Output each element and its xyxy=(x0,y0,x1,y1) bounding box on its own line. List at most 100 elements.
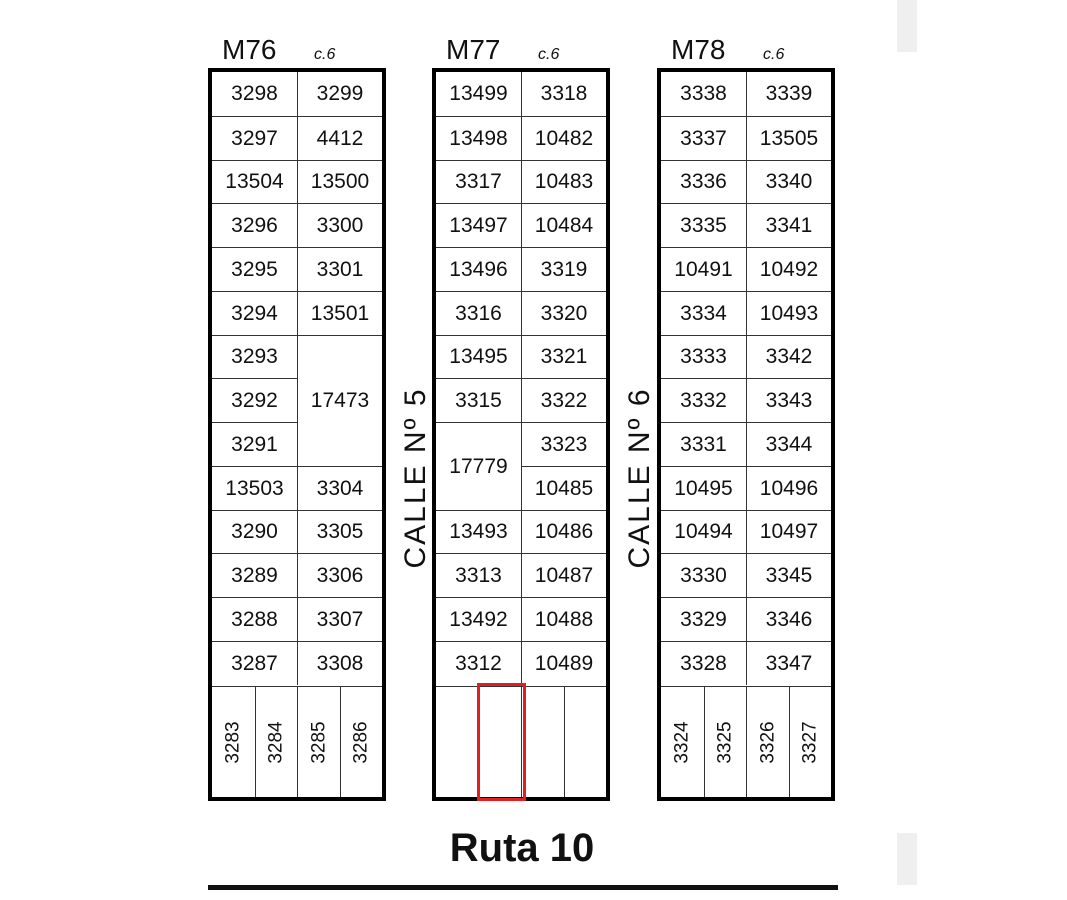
lot-cell: 3297 xyxy=(212,115,297,160)
lot-cell: 3301 xyxy=(297,247,382,291)
lot-number-vertical: 3326 xyxy=(757,720,779,764)
lot-cell: 3291 xyxy=(212,422,297,466)
lot-cell: 13501 xyxy=(297,290,382,335)
lot-cell: 3338 xyxy=(680,82,727,106)
lot-cell: 3323 xyxy=(521,422,606,466)
lot-cell: 3295 xyxy=(212,247,297,291)
lot-cell: 10488 xyxy=(521,597,606,641)
lot-cell: 13504 xyxy=(212,159,297,204)
lot-number-vertical: 3327 xyxy=(799,720,821,764)
lot-cell: 3333 xyxy=(661,334,746,379)
lot-cell: 10485 xyxy=(521,465,606,510)
lot-cell: 13495 xyxy=(436,334,521,379)
lot-number-vertical: 3286 xyxy=(350,720,372,764)
lot-cell: 10482 xyxy=(521,115,606,160)
lot-cell: 3319 xyxy=(521,247,606,291)
lot-cell-vertical: 3326 xyxy=(746,686,789,797)
sidebar-stub-top xyxy=(897,0,917,52)
lot-cell: 3332 xyxy=(661,378,746,422)
lot-cell: 10487 xyxy=(521,553,606,597)
lot-cell: 17473 xyxy=(297,334,382,466)
lot-cell: 10496 xyxy=(746,465,831,510)
lot-cell: 13498 xyxy=(436,115,521,160)
lot-cell: 3343 xyxy=(746,378,831,422)
block-label-m77: M77 xyxy=(446,34,501,65)
lot-cell: 3321 xyxy=(521,334,606,379)
lot-cell: 3306 xyxy=(297,553,382,597)
lot-cell: 10497 xyxy=(746,509,831,554)
lot-cell: 3294 xyxy=(212,290,297,335)
lot-cell: 3300 xyxy=(297,203,382,247)
lot-cell: 3347 xyxy=(746,640,831,685)
lot-cell: 10494 xyxy=(661,509,746,554)
lot-cell: 3315 xyxy=(436,378,521,422)
lot-cell: 3339 xyxy=(746,72,831,116)
lot-cell: 3298 xyxy=(231,82,278,106)
lot-cell: 3317 xyxy=(436,159,521,204)
lot-cell: 13492 xyxy=(436,597,521,641)
lot-cell: 17779 xyxy=(436,422,521,510)
lot-number-vertical: 3285 xyxy=(308,720,330,764)
lot-cell: 3330 xyxy=(661,553,746,597)
lot-cell: 3340 xyxy=(746,159,831,204)
lot-cell-vertical: 3285 xyxy=(297,686,340,797)
lot-cell: 10489 xyxy=(521,640,606,685)
lot-number-vertical: 3325 xyxy=(714,720,736,764)
lot-cell: 13499 xyxy=(449,82,508,106)
lot-cell: 3336 xyxy=(661,159,746,204)
lot-cell: 3342 xyxy=(746,334,831,379)
sidebar-stub-bottom xyxy=(897,833,917,885)
lot-cell: 13503 xyxy=(212,465,297,510)
lot-number-vertical: 3284 xyxy=(265,720,287,764)
lot-cell: 3341 xyxy=(746,203,831,247)
lot-cell: 3305 xyxy=(297,509,382,554)
lot-cell: 10493 xyxy=(746,290,831,335)
lot-cell: 3292 xyxy=(212,378,297,422)
lot-cell-vertical: 3327 xyxy=(788,686,831,797)
lot-cell: 3304 xyxy=(297,465,382,510)
lot-cell: 3296 xyxy=(212,203,297,247)
lot-cell: 3299 xyxy=(297,72,382,116)
lot-cell: 10495 xyxy=(661,465,746,510)
lot-cell: 3346 xyxy=(746,597,831,641)
lot-cell: 3290 xyxy=(212,509,297,554)
lot-cell: 3313 xyxy=(436,553,521,597)
lot-cell: 13505 xyxy=(746,115,831,160)
lot-cell: 3328 xyxy=(661,640,746,685)
lot-cell-vertical: 3325 xyxy=(703,686,746,797)
lot-cell: 3337 xyxy=(661,115,746,160)
lot-cell-vertical: 3284 xyxy=(254,686,297,797)
lot-cell: 3331 xyxy=(661,422,746,466)
lot-cell: 13493 xyxy=(436,509,521,554)
lot-cell: 10483 xyxy=(521,159,606,204)
lot-cell-vertical xyxy=(436,686,479,797)
block-label-m78: M78 xyxy=(671,34,726,65)
lot-cell: 3312 xyxy=(436,640,521,685)
block-sub-m78: c.6 xyxy=(763,46,785,63)
lot-cell: 3320 xyxy=(521,290,606,335)
lot-cell: 3322 xyxy=(521,378,606,422)
lot-cell: 4412 xyxy=(297,115,382,160)
lot-cell-vertical xyxy=(563,686,606,797)
lot-cell: 3344 xyxy=(746,422,831,466)
block-label-m76: M76 xyxy=(222,34,277,65)
lot-cell: 3287 xyxy=(212,640,297,685)
lot-cell-vertical xyxy=(521,686,564,797)
lot-cell: 3318 xyxy=(521,72,606,116)
route-line xyxy=(208,885,838,890)
route-label: Ruta 10 xyxy=(449,826,595,870)
lot-cell: 13496 xyxy=(436,247,521,291)
lot-cell: 3307 xyxy=(297,597,382,641)
lot-cell: 3345 xyxy=(746,553,831,597)
lot-number-vertical: 3283 xyxy=(222,720,244,764)
lot-number-vertical: 3324 xyxy=(671,720,693,764)
street-label-calle-6: CALLE Nº 6 xyxy=(623,387,656,569)
lot-cell: 10491 xyxy=(661,247,746,291)
lot-cell-vertical: 3324 xyxy=(661,686,704,797)
lot-cell: 10492 xyxy=(746,247,831,291)
highlighted-lot[interactable] xyxy=(477,683,526,801)
lot-cell: 3316 xyxy=(436,290,521,335)
